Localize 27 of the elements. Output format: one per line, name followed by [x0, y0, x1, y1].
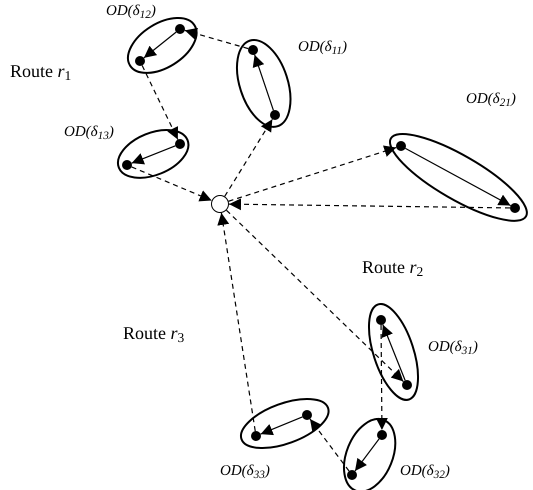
od-pair-label: OD(δ$_{13}$) [64, 125, 114, 140]
dashed-arrow [131, 166, 212, 202]
dashed-arrow [226, 210, 404, 382]
route-label: Route r$_{3}$ [123, 324, 184, 342]
od-pair-label: OD(δ$_{32}$) [400, 464, 450, 479]
dashed-arrow [376, 325, 388, 430]
dashed-arrow [228, 145, 396, 202]
od-pair-label: OD(δ$_{33}$) [220, 464, 270, 479]
dashed-arrow [184, 28, 248, 50]
od-pair-label: OD(δ$_{31}$) [428, 340, 478, 355]
arrow [382, 324, 406, 381]
arrow [131, 145, 176, 164]
dashed-arrow [142, 65, 178, 140]
dashed-arrow [217, 212, 256, 432]
arrow [144, 32, 176, 58]
arrow [405, 148, 511, 206]
arrow [260, 416, 303, 436]
arrow [252, 54, 274, 110]
od-pair-label: OD(δ$_{12}$) [106, 4, 156, 19]
dashed-arrow [229, 198, 510, 210]
od-pair-label: OD(δ$_{21}$) [466, 92, 516, 107]
od-pair-label: OD(δ$_{11}$) [298, 40, 348, 55]
route-label: Route r$_{1}$ [10, 62, 72, 80]
dashed-arrow [310, 418, 350, 472]
arrow [354, 438, 380, 472]
dashed-arrow [224, 118, 273, 197]
route-label: Route r$_{2}$ [362, 258, 424, 276]
